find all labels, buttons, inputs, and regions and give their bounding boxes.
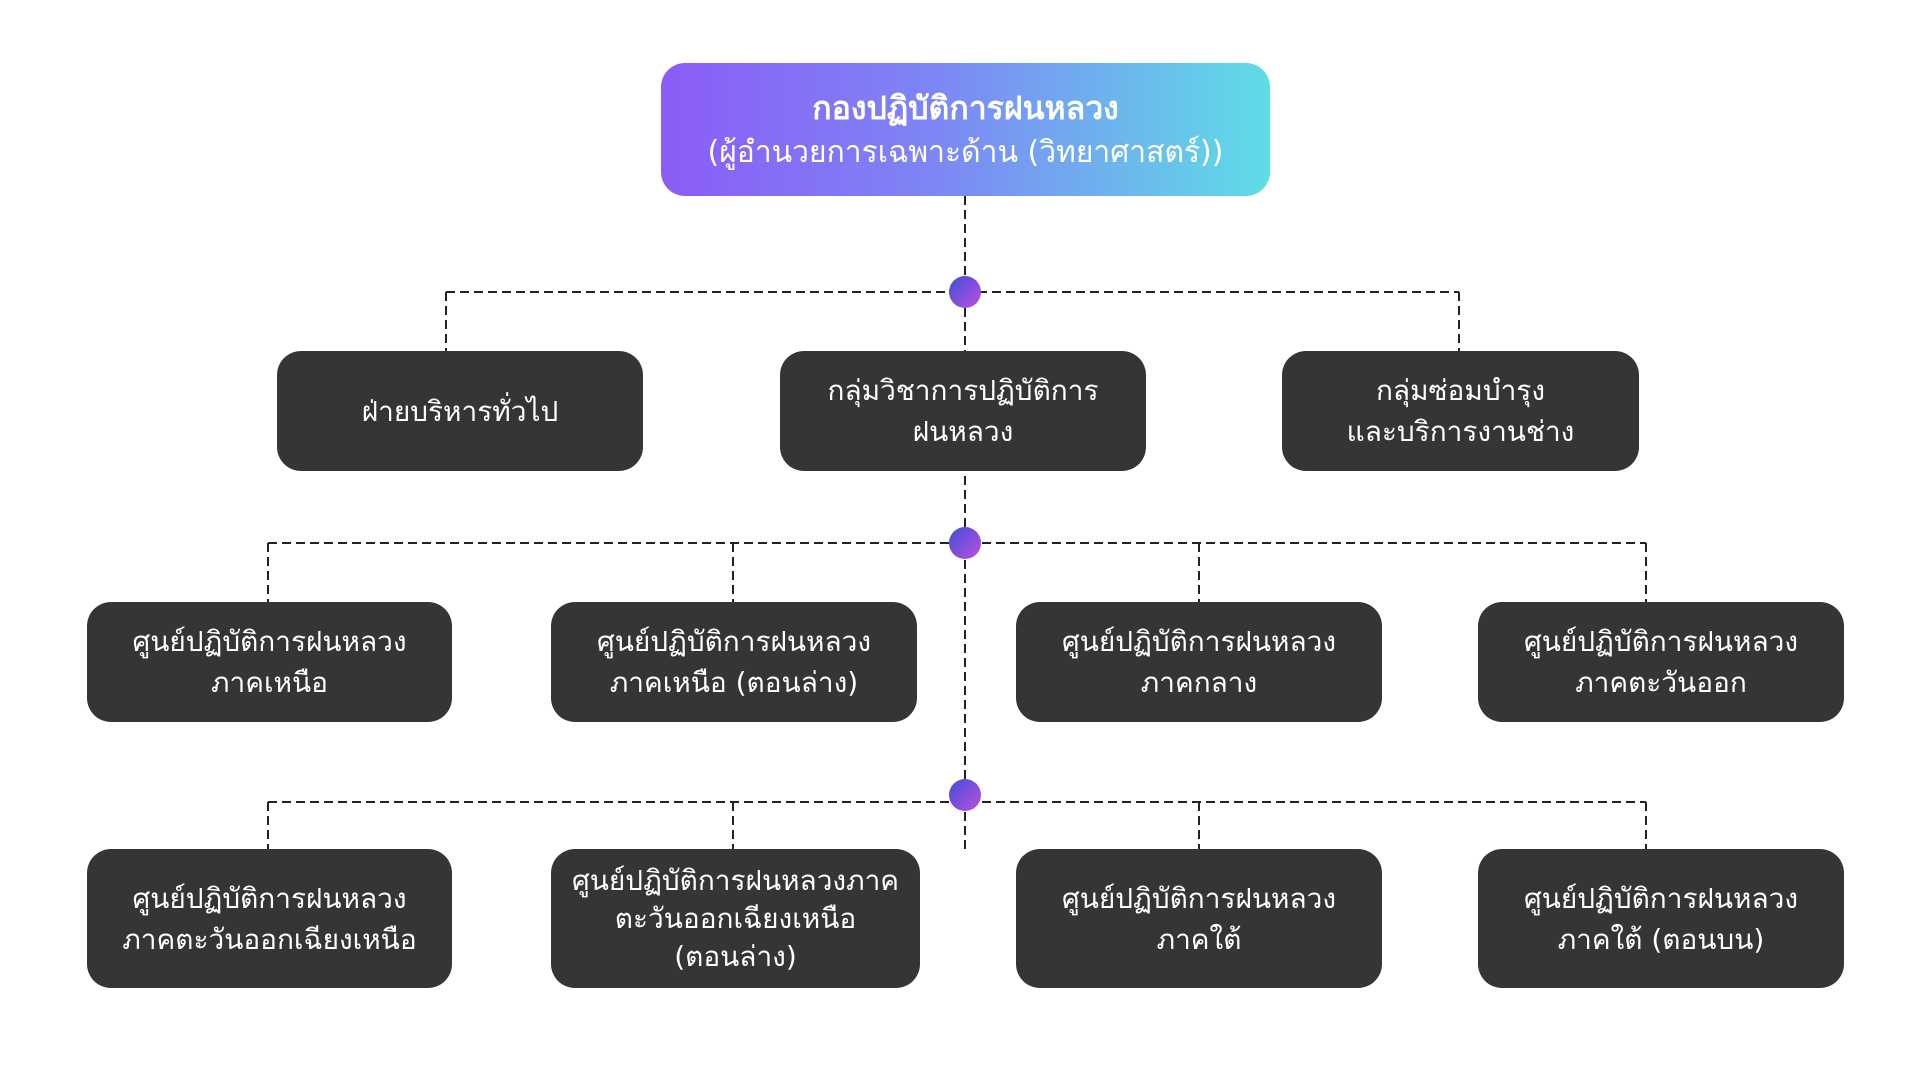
node-line: ภาคกลาง xyxy=(1140,666,1258,699)
node-technical-operations-group: กลุ่มวิชาการปฏิบัติการ ฝนหลวง xyxy=(780,351,1146,471)
node-line: (ตอนล่าง) xyxy=(674,939,797,973)
node-line: กลุ่มวิชาการปฏิบัติการ xyxy=(827,374,1099,407)
node-line: ฝ่ายบริหารทั่วไป xyxy=(361,394,559,428)
node-center-south: ศูนย์ปฏิบัติการฝนหลวง ภาคใต้ xyxy=(1016,849,1382,988)
node-center-north: ศูนย์ปฏิบัติการฝนหลวง ภาคเหนือ xyxy=(87,602,452,722)
node-line: กลุ่มซ่อมบำรุง xyxy=(1375,374,1546,407)
node-line: ศูนย์ปฏิบัติการฝนหลวง xyxy=(1523,625,1799,658)
root-title: กองปฏิบัติการฝนหลวง xyxy=(812,88,1119,127)
node-center-central: ศูนย์ปฏิบัติการฝนหลวง ภาคกลาง xyxy=(1016,602,1382,722)
node-maintenance-group: กลุ่มซ่อมบำรุง และบริการงานช่าง xyxy=(1282,351,1639,471)
node-line: ภาคเหนือ (ตอนล่าง) xyxy=(609,666,859,699)
node-line: และบริการงานช่าง xyxy=(1346,415,1575,448)
node-general-administration: ฝ่ายบริหารทั่วไป xyxy=(277,351,643,471)
root-node: กองปฏิบัติการฝนหลวง (ผู้อำนวยการเฉพาะด้า… xyxy=(661,63,1270,196)
node-line: ศูนย์ปฏิบัติการฝนหลวง xyxy=(1061,881,1337,915)
node-line: ภาคตะวันออก xyxy=(1575,666,1747,699)
node-line: ศูนย์ปฏิบัติการฝนหลวง xyxy=(596,625,872,658)
node-line: ภาคตะวันออกเฉียงเหนือ xyxy=(122,922,417,956)
node-line: ศูนย์ปฏิบัติการฝนหลวง xyxy=(132,625,407,658)
root-subtitle: (ผู้อำนวยการเฉพาะด้าน (วิทยาศาสตร์)) xyxy=(707,134,1224,170)
junction-dot-2 xyxy=(949,527,981,559)
node-line: ศูนย์ปฏิบัติการฝนหลวงภาค xyxy=(571,863,900,897)
node-center-northeast: ศูนย์ปฏิบัติการฝนหลวง ภาคตะวันออกเฉียงเห… xyxy=(87,849,452,988)
node-center-upper-south: ศูนย์ปฏิบัติการฝนหลวง ภาคใต้ (ตอนบน) xyxy=(1478,849,1844,988)
node-line: ศูนย์ปฏิบัติการฝนหลวง xyxy=(132,881,407,915)
node-line: ตะวันออกเฉียงเหนือ xyxy=(614,901,857,935)
junction-dot-3 xyxy=(949,779,981,811)
node-center-lower-northeast: ศูนย์ปฏิบัติการฝนหลวงภาค ตะวันออกเฉียงเห… xyxy=(551,849,920,988)
node-line: ฝนหลวง xyxy=(912,415,1014,448)
junction-dot-1 xyxy=(949,276,981,308)
node-center-east: ศูนย์ปฏิบัติการฝนหลวง ภาคตะวันออก xyxy=(1478,602,1844,722)
node-line: ศูนย์ปฏิบัติการฝนหลวง xyxy=(1523,881,1799,915)
node-line: ภาคใต้ xyxy=(1156,922,1242,956)
node-line: ภาคเหนือ xyxy=(211,666,328,699)
node-center-lower-north: ศูนย์ปฏิบัติการฝนหลวง ภาคเหนือ (ตอนล่าง) xyxy=(551,602,917,722)
node-line: ภาคใต้ (ตอนบน) xyxy=(1557,922,1765,956)
node-line: ศูนย์ปฏิบัติการฝนหลวง xyxy=(1061,625,1337,658)
